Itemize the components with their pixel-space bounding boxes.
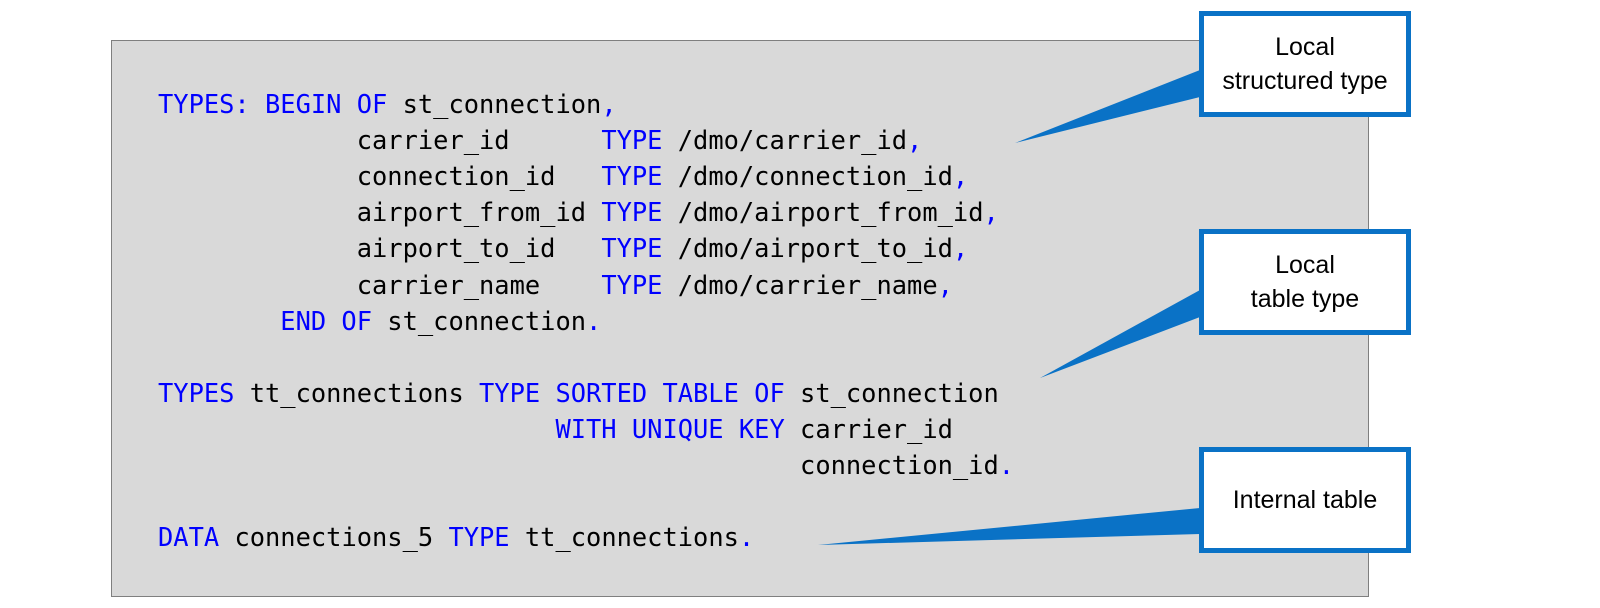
code-line: DATA connections_5 TYPE tt_connections.	[158, 519, 754, 555]
code-keyword: WITH UNIQUE KEY	[158, 413, 801, 444]
callout-local-table-type: Local table type	[1199, 229, 1411, 335]
code-token: /dmo/connection_id	[677, 161, 953, 192]
code-keyword: ,	[952, 233, 969, 264]
code-keyword: TYPE	[448, 522, 525, 553]
code-keyword: TYPE	[601, 233, 678, 264]
code-token: airport_from_id	[158, 197, 602, 228]
code-keyword: .	[586, 305, 602, 336]
code-token: st_connection	[402, 89, 602, 119]
code-line: airport_to_id TYPE /dmo/airport_to_id,	[158, 230, 968, 266]
code-token: carrier_name	[158, 269, 602, 300]
code-token: airport_to_id	[158, 233, 602, 264]
pointer-local-structured-type	[1015, 70, 1200, 143]
code-line: connection_id.	[158, 447, 1014, 483]
code-line: TYPES: BEGIN OF st_connection,	[158, 86, 617, 122]
code-keyword: TYPE	[601, 161, 678, 192]
pointer-local-table-type	[1040, 290, 1200, 378]
code-token: st_connection	[800, 377, 999, 408]
code-keyword: ,	[937, 269, 953, 300]
code-keyword: .	[738, 522, 755, 553]
code-token: /dmo/carrier_name	[677, 269, 938, 300]
code-line: WITH UNIQUE KEY carrier_id	[158, 411, 953, 447]
callout-local-structured-type: Local structured type	[1199, 11, 1411, 117]
code-line: carrier_name TYPE /dmo/carrier_name,	[158, 267, 953, 303]
code-line: airport_from_id TYPE /dmo/airport_from_i…	[158, 194, 999, 230]
code-keyword: TYPE	[601, 125, 678, 156]
code-token: /dmo/carrier_id	[677, 125, 908, 156]
code-token: carrier_id	[158, 125, 602, 156]
code-token: carrier_id	[800, 413, 953, 444]
code-keyword: .	[998, 450, 1015, 480]
code-line: connection_id TYPE /dmo/connection_id,	[158, 158, 968, 194]
code-keyword: ,	[907, 125, 923, 156]
code-token: tt_connections	[524, 522, 739, 553]
code-token: /dmo/airport_from_id	[677, 197, 984, 228]
code-keyword: END OF	[158, 305, 388, 336]
pointer-internal-table	[818, 508, 1200, 545]
code-keyword: ,	[983, 197, 999, 228]
code-token: /dmo/airport_to_id	[677, 233, 953, 264]
code-keyword: TYPE	[601, 269, 678, 300]
code-keyword: TYPES	[158, 377, 250, 408]
code-token: st_connection	[387, 305, 587, 336]
code-token: connection_id	[158, 450, 999, 480]
code-keyword: TYPE	[601, 197, 678, 228]
code-line: END OF st_connection.	[158, 303, 601, 339]
code-token: connections_5	[234, 522, 449, 553]
callout-internal-table: Internal table	[1199, 447, 1411, 553]
code-keyword: DATA	[158, 522, 235, 553]
code-token: connection_id	[158, 161, 602, 192]
code-keyword: ,	[952, 161, 969, 192]
code-keyword: TYPE SORTED TABLE OF	[479, 377, 801, 408]
code-keyword: TYPES: BEGIN OF	[158, 89, 403, 119]
code-line: carrier_id TYPE /dmo/carrier_id,	[158, 122, 923, 158]
code-line: TYPES tt_connections TYPE SORTED TABLE O…	[158, 375, 999, 411]
code-token: tt_connections	[249, 377, 480, 408]
code-keyword: ,	[601, 89, 617, 119]
